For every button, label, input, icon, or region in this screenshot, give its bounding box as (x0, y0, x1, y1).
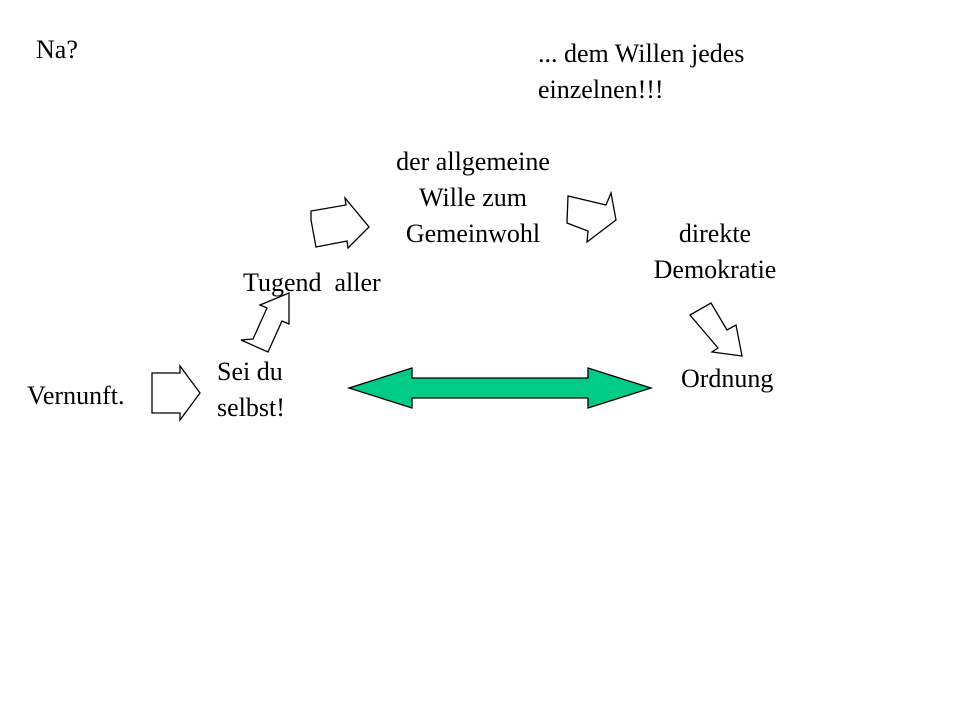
text-allgemein-line3: Gemeinwohl (405, 219, 541, 248)
text-direkte-demokratie: direkte Demokratie (620, 216, 810, 288)
text-willen-line1: ... dem Willen jedes (538, 39, 745, 68)
text-sei-line2: selbst! (217, 393, 285, 422)
text-na: Na? (36, 35, 78, 64)
text-allgemein-line2: Wille zum (419, 183, 527, 212)
arrow-up-right-icon (240, 292, 290, 353)
text-tugend: Tugend aller (243, 268, 381, 297)
text-demokratie-line2: Demokratie (653, 255, 777, 284)
double-arrow-icon (346, 367, 654, 409)
arrow-up-right-icon (310, 195, 370, 250)
text-sei-line1: Sei du (217, 357, 283, 386)
text-ordnung: Ordnung (681, 364, 774, 393)
text-willen-line2: einzelnen!!! (538, 75, 664, 104)
arrow-down-right-icon (688, 302, 743, 357)
arrow-down-right-icon (566, 190, 617, 244)
text-allgemein-line1: der allgemeine (396, 147, 550, 176)
text-sei-du-selbst: Sei du selbst! (217, 354, 285, 426)
text-demokratie-line1: direkte (678, 219, 752, 248)
text-allgemeiner-wille: der allgemeine Wille zum Gemeinwohl (360, 144, 586, 252)
text-vernunft: Vernunft. (27, 381, 125, 410)
text-willen: ... dem Willen jedes einzelnen!!! (538, 36, 744, 108)
arrow-right-icon (151, 364, 201, 422)
